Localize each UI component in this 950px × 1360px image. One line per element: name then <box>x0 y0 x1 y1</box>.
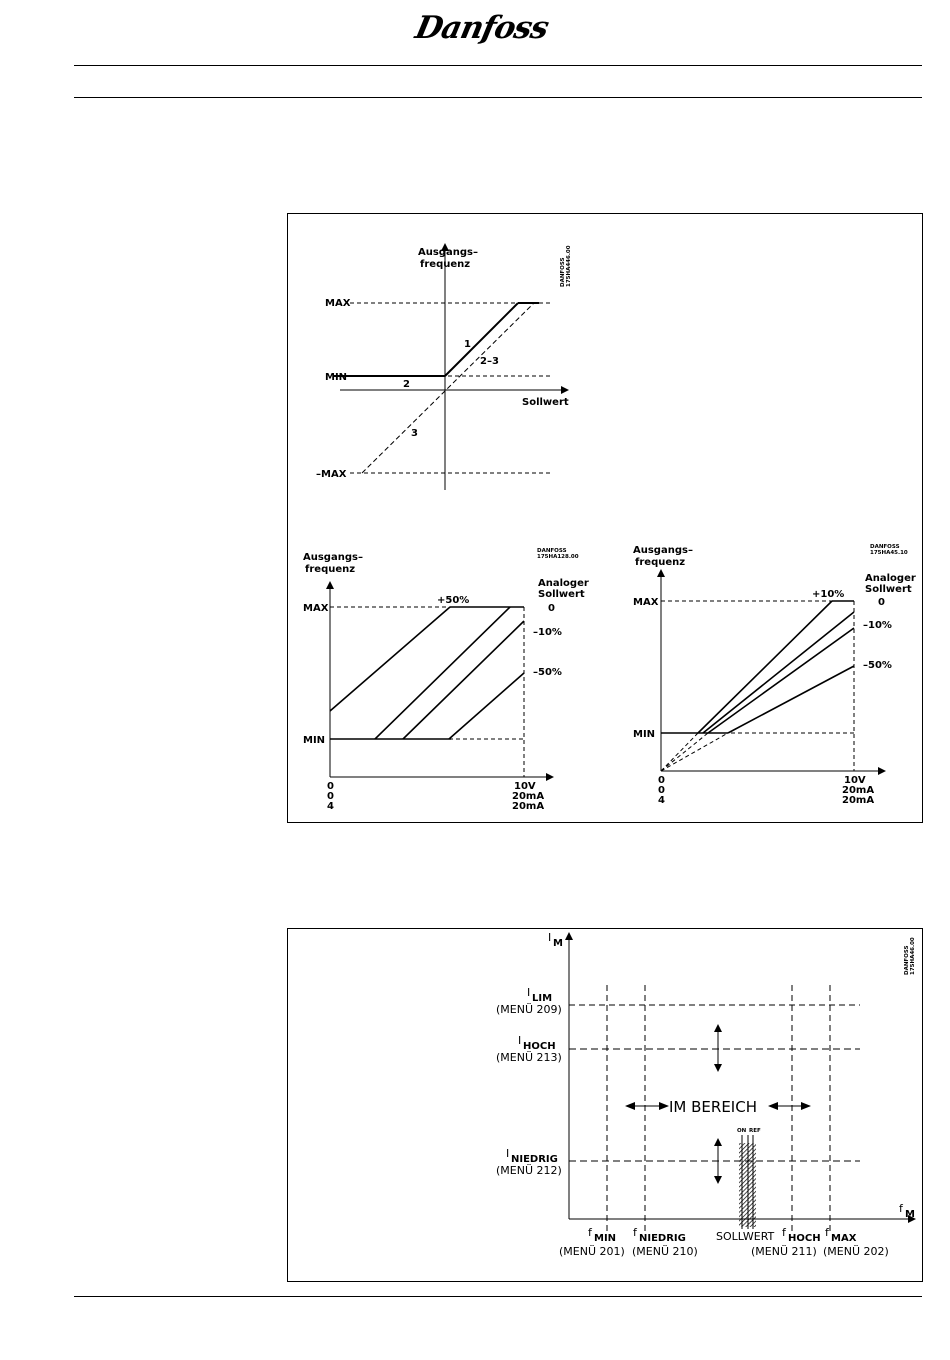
curve-label-2-3: 2–3 <box>480 356 499 367</box>
fhoch-sub: HOCH <box>788 1233 821 1244</box>
iniedrig-label: I <box>506 1147 509 1160</box>
chart-bottom-right-gain: Ausgangs– frequenz MAX MIN +10% Analoger… <box>633 544 916 806</box>
top-x-label: Sollwert <box>522 397 569 408</box>
ihoch-sub: HOCH <box>523 1041 556 1052</box>
fniedrig-sub: NIEDRIG <box>639 1233 686 1244</box>
iniedrig-menu: (MENÜ 212) <box>496 1164 562 1177</box>
br-ref-1: Analoger <box>865 573 916 584</box>
br-pct-plus10: +10% <box>812 589 844 600</box>
fniedrig-menu: (MENÜ 210) <box>632 1245 698 1258</box>
footer-rule <box>74 1296 922 1297</box>
top-y-label-1: Ausgangs– <box>418 247 478 258</box>
top-label-neg-max: –MAX <box>316 469 347 480</box>
top-label-min: MIN <box>325 372 347 383</box>
ilim-menu: (MENÜ 209) <box>496 1003 562 1016</box>
br-x-left-2: 0 <box>658 785 665 796</box>
bl-x-left-3: 4 <box>327 801 334 812</box>
br-x-right-2: 20mA <box>842 785 874 796</box>
im-axis-sub: M <box>553 938 563 949</box>
br-x-right-1: 10V <box>844 775 866 786</box>
ihoch-menu: (MENÜ 213) <box>496 1051 562 1064</box>
chart-top-sollwert: Ausgangs– frequenz Sollwert MAX MIN –MAX… <box>316 243 572 490</box>
curve-label-1: 1 <box>464 339 471 350</box>
sollwert-label: SOLLWERT <box>716 1230 775 1243</box>
fhoch-label: f <box>782 1226 787 1239</box>
fmax-sub: MAX <box>831 1233 857 1244</box>
chart-bottom-left-offset: Ausgangs– frequenz MAX MIN +50% Analoger… <box>303 548 589 812</box>
im-axis-label: I <box>548 931 551 944</box>
top-y-label-2: frequenz <box>420 259 470 270</box>
fm-axis-sub: M <box>905 1209 915 1220</box>
br-label-min: MIN <box>633 729 655 740</box>
ref-label: REF <box>749 1128 761 1134</box>
danfoss-logo: Danfoss <box>412 10 552 46</box>
fig2-code-1: DANFOSS <box>904 945 910 975</box>
fig2-code-2: 175HA46.00 <box>910 937 916 975</box>
fmin-sub: MIN <box>594 1233 616 1244</box>
iniedrig-sub: NIEDRIG <box>511 1154 558 1165</box>
curve-label-2: 2 <box>403 379 410 390</box>
br-x-left-3: 4 <box>658 795 665 806</box>
bl-x-right-3: 20mA <box>512 801 544 812</box>
bl-label-max: MAX <box>303 603 329 614</box>
fmax-menu: (MENÜ 202) <box>823 1245 889 1258</box>
header-rule-top <box>74 65 922 66</box>
br-pct-minus50: –50% <box>863 660 892 671</box>
br-ref-2: Sollwert <box>865 584 912 595</box>
top-code-2: 175HA446.00 <box>566 245 572 287</box>
on-label: ON <box>737 1128 747 1134</box>
top-code-1: DANFOSS <box>560 257 566 287</box>
ihoch-label: I <box>518 1034 521 1047</box>
bl-pct-plus50: +50% <box>437 595 469 606</box>
br-code-1: DANFOSS <box>870 544 900 550</box>
br-x-left-1: 0 <box>658 775 665 786</box>
bl-x-left-1: 0 <box>327 781 334 792</box>
bl-pct-0: 0 <box>548 603 555 614</box>
fmin-menu: (MENÜ 201) <box>559 1245 625 1258</box>
br-code-2: 175HA45.10 <box>870 550 908 556</box>
bl-x-left-2: 0 <box>327 791 334 802</box>
curve-label-3: 3 <box>411 428 418 439</box>
im-bereich-label: IM BEREICH <box>669 1098 757 1116</box>
bl-pct-minus50: –50% <box>533 667 562 678</box>
br-label-max: MAX <box>633 597 659 608</box>
fmax-label: f <box>825 1226 830 1239</box>
bl-y-label-1: Ausgangs– <box>303 552 363 563</box>
br-y-label-1: Ausgangs– <box>633 545 693 556</box>
bl-code-1: DANFOSS <box>537 548 567 554</box>
figure-reference-curves: Ausgangs– frequenz Sollwert MAX MIN –MAX… <box>287 213 923 823</box>
fm-axis-label: f <box>899 1202 904 1215</box>
bl-x-right-2: 20mA <box>512 791 544 802</box>
ilim-sub: LIM <box>532 993 552 1004</box>
bl-code-2: 175HA128.00 <box>537 554 579 560</box>
br-y-label-2: frequenz <box>635 557 685 568</box>
bl-y-label-2: frequenz <box>305 564 355 575</box>
bl-label-min: MIN <box>303 735 325 746</box>
top-label-max: MAX <box>325 298 351 309</box>
br-pct-minus10: –10% <box>863 620 892 631</box>
fhoch-menu: (MENÜ 211) <box>751 1245 817 1258</box>
bl-ref-2: Sollwert <box>538 589 585 600</box>
br-x-right-3: 20mA <box>842 795 874 806</box>
bl-ref-1: Analoger <box>538 578 589 589</box>
bl-pct-minus10: –10% <box>533 627 562 638</box>
header-rule-bottom <box>74 97 922 98</box>
fmin-label: f <box>588 1226 593 1239</box>
figure-warning-ranges: IM BEREICH I M f M I LIM (MENÜ 209) I HO… <box>287 928 923 1282</box>
br-pct-0: 0 <box>878 597 885 608</box>
fniedrig-label: f <box>633 1226 638 1239</box>
ilim-label: I <box>527 986 530 999</box>
bl-x-right-1: 10V <box>514 781 536 792</box>
